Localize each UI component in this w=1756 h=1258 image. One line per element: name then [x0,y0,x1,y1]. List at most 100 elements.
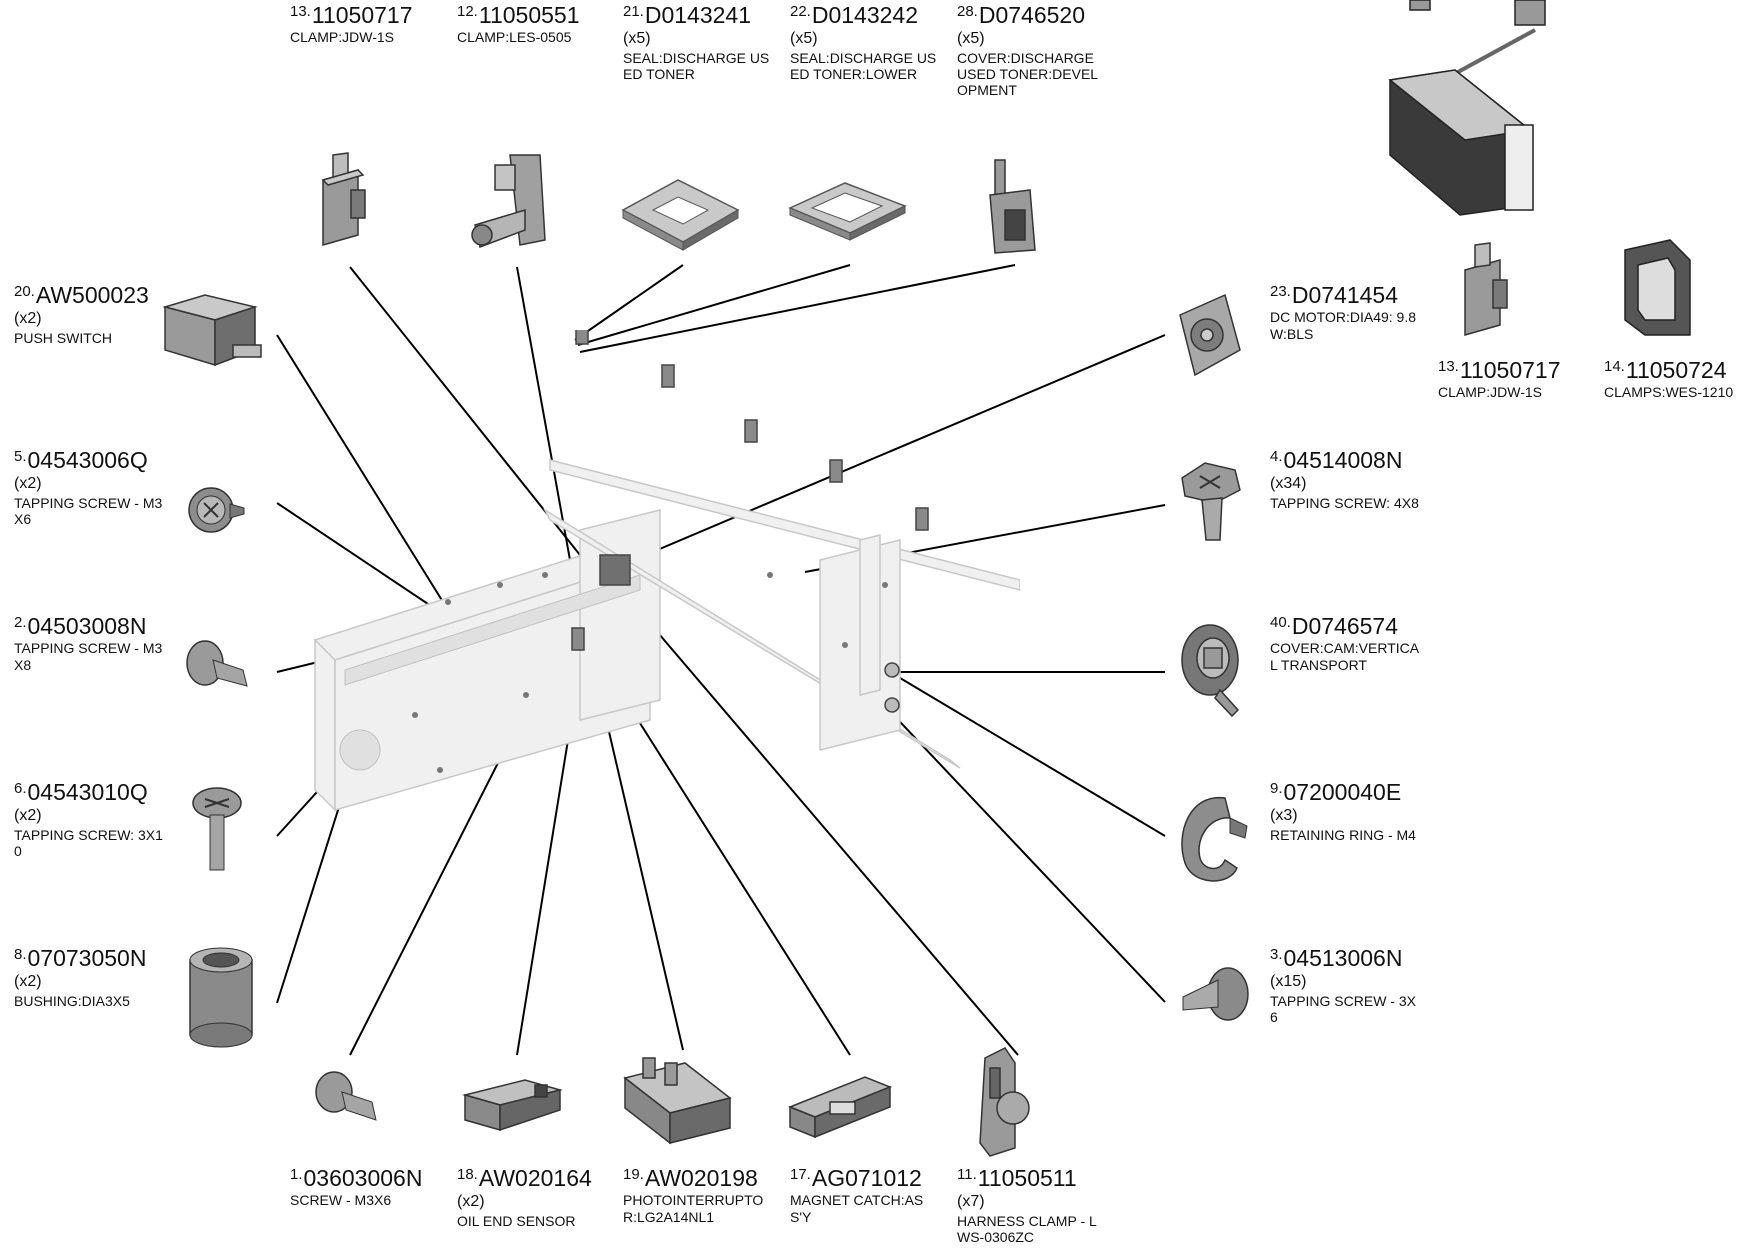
callout-6: 6.04543010Q (x2) TAPPING SCREW: 3X10 [14,779,164,859]
callout-5: 5.04543006Q (x2) TAPPING SCREW - M3X6 [14,447,164,527]
magnet-catch-icon [787,1072,895,1142]
part-description: MAGNET CATCH:ASS'Y [790,1192,924,1225]
part-quantity: (x34) [1270,475,1307,493]
part-number: 22.D0143242 [790,2,919,28]
callout-18: 18.AW020164 (x2) OIL END SENSOR [457,1165,607,1229]
part-description: CLAMPS:WES-1210 [1604,384,1734,401]
callout-40: 40.D0746574 COVER:CAM:VERTICAL TRANSPORT [1270,613,1420,673]
part-number: 11.11050511 [957,1165,1077,1191]
part-quantity: (x2) [14,807,42,825]
part-description: CLAMP:LES-0505 [457,29,572,46]
part-number: 8.07073050N [14,945,147,971]
part-number: 23.D0741454 [1270,282,1399,308]
part-number: 28.D0746520 [957,2,1086,28]
part-description: TAPPING SCREW - M3X6 [14,494,163,527]
callout-14: 14.11050724 CLAMPS:WES-1210 [1604,357,1754,401]
main-assembly-drawing [313,330,1020,812]
part-quantity: (x2) [14,475,42,493]
callout-17: 17.AG071012 MAGNET CATCH:ASS'Y [790,1165,940,1225]
screw-icon [1180,458,1245,543]
callout-13-top: 13.11050717 CLAMP:JDW-1S [290,2,440,46]
push-switch-icon [162,294,265,367]
part-number: 12.11050551 [457,2,580,28]
part-number: 6.04543010Q [14,779,148,805]
part-description: CLAMP:JDW-1S [290,29,394,46]
part-number: 20.AW500023 [14,282,149,308]
bushing-icon [188,947,258,1048]
part-description: PUSH SWITCH [14,329,112,346]
part-quantity: (x5) [623,30,651,48]
part-description: TAPPING SCREW: 4X8 [1270,494,1419,511]
part-description: SCREW - M3X6 [290,1192,392,1209]
part-quantity: (x15) [1270,973,1307,991]
part-description: COVER:DISCHARGE USED TONER:DEVELOPMENT [957,49,1099,99]
part-description: BUSHING:DIA3X5 [14,992,130,1009]
callout-1: 1.03603006N SCREW - M3X6 [290,1165,440,1209]
part-quantity: (x5) [957,30,985,48]
part-number: 21.D0143241 [623,2,752,28]
part-description: HARNESS CLAMP - LWS-0306ZC [957,1212,1097,1245]
callout-13-right: 13.11050717 CLAMP:JDW-1S [1438,357,1588,401]
part-number: 17.AG071012 [790,1165,922,1191]
seal-icon [621,179,740,251]
callout-19: 19.AW020198 PHOTOINTERRUPTOR:LG2A14NL1 [623,1165,773,1225]
part-description: PHOTOINTERRUPTOR:LG2A14NL1 [623,1192,764,1225]
screw-icon [183,638,253,698]
callout-11: 11.11050511 (x7) HARNESS CLAMP - LWS-030… [957,1165,1107,1245]
part-description: SEAL:DISCHARGE USED TONER [623,49,770,82]
retaining-ring-icon [1175,788,1250,888]
part-number: 9.07200040E [1270,779,1402,805]
part-quantity: (x2) [14,310,42,328]
part-number: 13.11050717 [1438,357,1561,383]
harness-clamp-icon [975,1047,1035,1158]
motor-icon [1175,293,1245,380]
part-description: TAPPING SCREW - 3X6 [1270,992,1416,1025]
callout-9: 9.07200040E (x3) RETAINING RING - M4 [1270,779,1420,843]
callout-21: 21.D0143241 (x5) SEAL:DISCHARGE USED TON… [623,2,773,82]
sensor-icon [462,1075,565,1135]
part-number: 4.04514008N [1270,447,1403,473]
assembly-inset-drawing [1388,0,1546,216]
photointerruptor-icon [623,1057,735,1148]
callout-8: 8.07073050N (x2) BUSHING:DIA3X5 [14,945,164,1009]
part-description: SEAL:DISCHARGE USED TONER:LOWER [790,49,937,82]
part-description: COVER:CAM:VERTICAL TRANSPORT [1270,640,1420,673]
part-description: DC MOTOR:DIA49: 9.8W:BLS [1270,309,1417,342]
callout-2: 2.04503008N TAPPING SCREW - M3X8 [14,613,164,673]
callout-23: 23.D0741454 DC MOTOR:DIA49: 9.8W:BLS [1270,282,1420,342]
callout-12: 12.11050551 CLAMP:LES-0505 [457,2,607,46]
clamp-icon [313,152,373,250]
screw-icon [312,1070,382,1130]
clamp-icon [1455,242,1515,340]
part-number: 19.AW020198 [623,1165,758,1191]
clamp-icon [470,154,560,250]
part-quantity: (x2) [457,1193,485,1211]
part-description: TAPPING SCREW - M3X8 [14,640,163,673]
part-number: 40.D0746574 [1270,613,1399,639]
screw-icon [1178,962,1253,1032]
part-quantity: (x3) [1270,807,1298,825]
part-description: RETAINING RING - M4 [1270,826,1416,843]
part-description: CLAMP:JDW-1S [1438,384,1542,401]
callout-3: 3.04513006N (x15) TAPPING SCREW - 3X6 [1270,945,1420,1025]
part-description: OIL END SENSOR [457,1212,576,1229]
callout-20: 20.AW500023 (x2) PUSH SWITCH [14,282,164,346]
screw-icon [190,785,245,875]
callout-28: 28.D0746520 (x5) COVER:DISCHARGE USED TO… [957,2,1107,98]
part-quantity: (x7) [957,1193,985,1211]
part-number: 3.04513006N [1270,945,1403,971]
part-number: 1.03603006N [290,1165,423,1191]
cover-icon [985,155,1045,255]
part-number: 2.04503008N [14,613,147,639]
part-number: 18.AW020164 [457,1165,592,1191]
part-description: TAPPING SCREW: 3X10 [14,826,163,859]
callout-22: 22.D0143242 (x5) SEAL:DISCHARGE USED TON… [790,2,940,82]
part-number: 14.11050724 [1604,357,1727,383]
callout-4: 4.04514008N (x34) TAPPING SCREW: 4X8 [1270,447,1420,511]
screw-icon [186,480,246,540]
part-quantity: (x5) [790,30,818,48]
part-number: 13.11050717 [290,2,413,28]
part-quantity: (x2) [14,973,42,991]
seal-icon [788,178,907,248]
cam-cover-icon [1180,620,1250,720]
